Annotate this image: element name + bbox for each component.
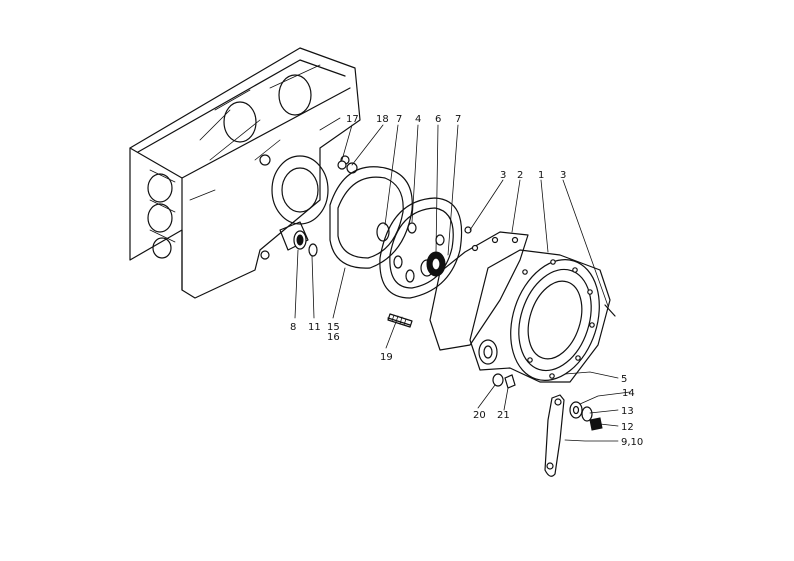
lever-arm [544, 394, 603, 477]
label-4: 4 [415, 114, 421, 125]
label-16: 16 [327, 332, 340, 343]
label-18: 18 [376, 114, 389, 125]
label-15: 15 [327, 322, 340, 333]
label-11: 11 [308, 322, 321, 333]
label-8: 8 [290, 322, 296, 333]
label-7-left: 7 [396, 114, 402, 125]
coupling-disk [379, 197, 463, 299]
label-12: 12 [621, 422, 634, 433]
gasket-plate [329, 166, 413, 269]
label-7-right: 7 [455, 114, 461, 125]
transmission-housing [129, 47, 361, 299]
label-3-right: 3 [560, 170, 566, 181]
stud-bolt [387, 313, 413, 328]
label-19: 19 [380, 352, 393, 363]
label-21: 21 [497, 410, 510, 421]
label-5: 5 [621, 374, 627, 385]
label-3-left: 3 [500, 170, 506, 181]
label-13: 13 [621, 406, 634, 417]
label-9-10: 9,10 [621, 437, 643, 448]
label-2: 2 [517, 170, 523, 181]
cover-housing [469, 249, 616, 383]
label-1: 1 [538, 170, 544, 181]
label-20: 20 [473, 410, 486, 421]
gasket-ring [429, 226, 529, 351]
label-17: 17 [346, 114, 359, 125]
label-6: 6 [435, 114, 441, 125]
nut-and-washer [492, 373, 516, 389]
label-14: 14 [622, 388, 635, 399]
part-labels: 17 18 7 4 6 7 3 2 1 3 8 11 15 16 19 5 14… [290, 114, 643, 448]
leader-lines [294, 124, 631, 442]
